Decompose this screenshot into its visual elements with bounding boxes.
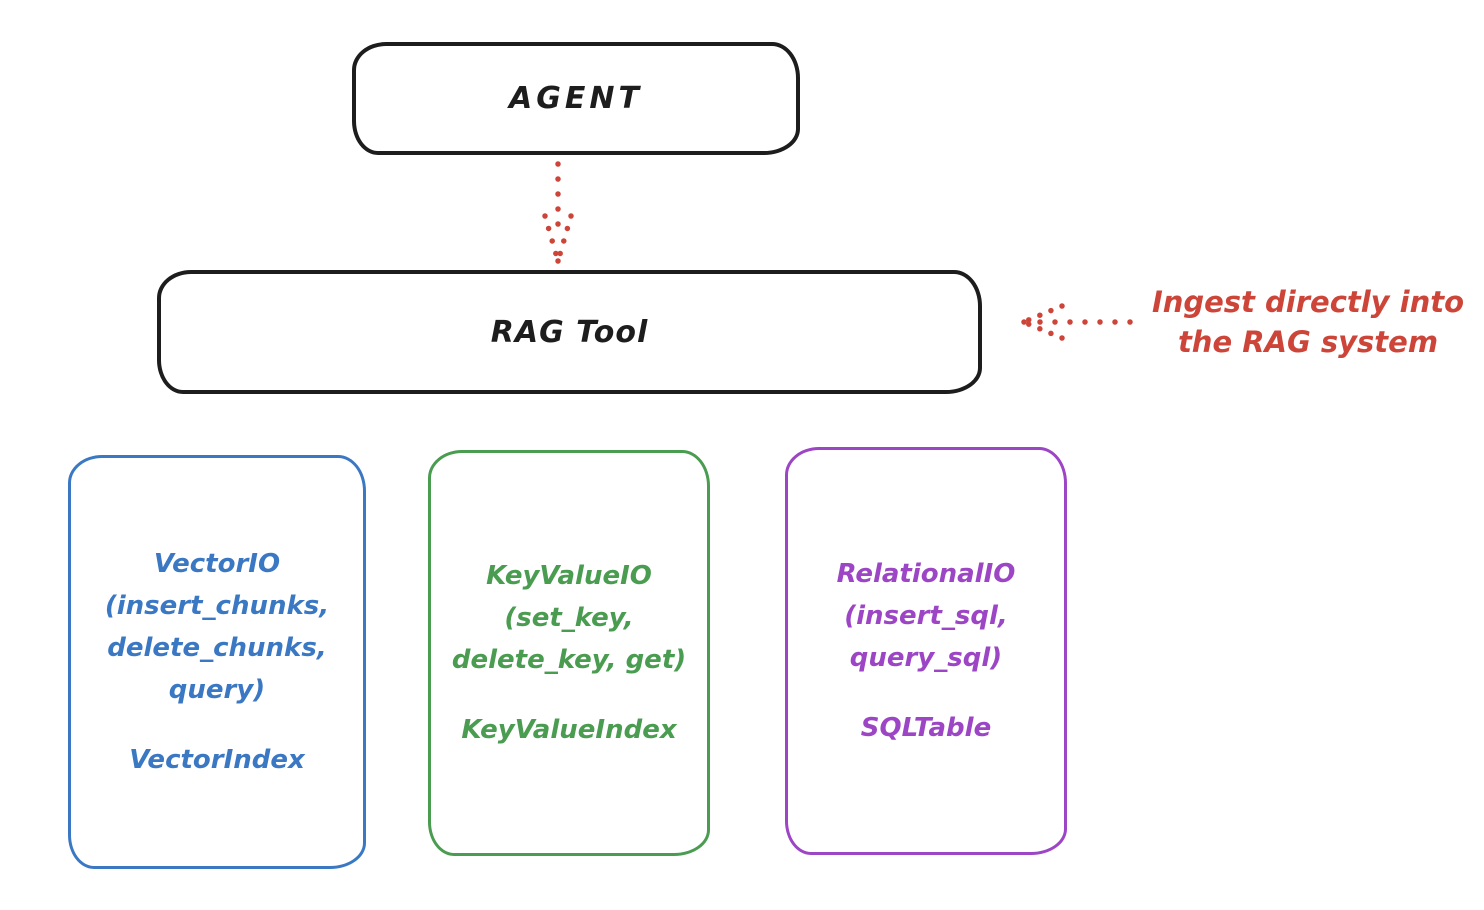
node-text-line: query) [168,675,266,705]
annotation-line: Ingest directly into [1151,285,1465,319]
ingest-annotation-arrow [1021,303,1133,341]
annotation-line: the RAG system [1177,325,1439,359]
agent-node: AGENT [352,42,800,155]
vectorio-node: VectorIO (insert_chunks, delete_chunks, … [68,455,366,869]
node-text-line: query_sql) [849,643,1003,673]
ingest-annotation-text: Ingest directly into the RAG system [1140,282,1476,362]
node-text-line: RelationalIO [836,559,1016,589]
agent-label: AGENT [509,81,643,116]
node-text-line: delete_key, get) [451,645,687,675]
keyvalueio-node: KeyValueIO (set_key, delete_key, get) Ke… [428,450,710,856]
relationalio-node: RelationalIO (insert_sql, query_sql) SQL… [785,447,1067,855]
node-text-line: (insert_chunks, [104,591,330,621]
index-label: SQLTable [860,713,992,743]
node-text-line: VectorIO [153,549,281,579]
rag-tool-node: RAG Tool [157,270,982,394]
rag-tool-label: RAG Tool [490,314,649,350]
node-text-line: (insert_sql, [844,601,1008,631]
node-text-line: KeyValueIO [486,561,652,591]
index-label: VectorIndex [129,745,305,775]
node-text-line: delete_chunks, [107,633,327,663]
node-text-line: (set_key, [504,603,634,633]
agent-to-ragtool-arrow [542,161,574,264]
index-label: KeyValueIndex [461,715,677,745]
